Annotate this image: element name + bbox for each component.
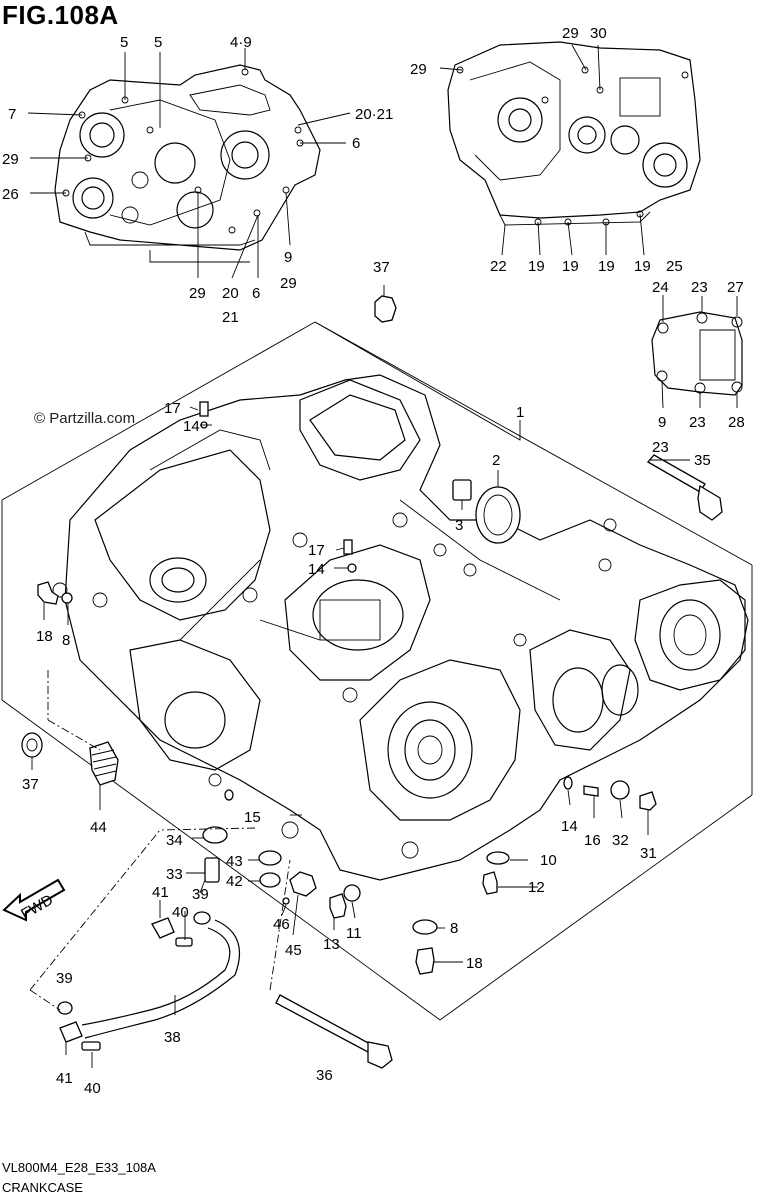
callout-34: 34 bbox=[166, 832, 183, 849]
callout-11: 11 bbox=[346, 925, 362, 942]
section-name: CRANKCASE bbox=[2, 1180, 83, 1195]
figure-title: FIG.108A bbox=[2, 0, 119, 30]
callout-44: 44 bbox=[90, 819, 107, 836]
callout-17b: 17 bbox=[308, 542, 325, 559]
callout-3: 3 bbox=[455, 517, 463, 534]
callout-5a: 5 bbox=[120, 34, 128, 51]
fwd-arrow-icon bbox=[2, 878, 66, 922]
callout-6b: 6 bbox=[252, 285, 260, 302]
callout-30: 30 bbox=[590, 25, 607, 42]
callout-37-top: 37 bbox=[373, 259, 390, 276]
callout-21: 21 bbox=[222, 309, 239, 326]
callout-19a: 19 bbox=[528, 258, 545, 275]
callout-6a: 6 bbox=[352, 135, 360, 152]
part-37-top bbox=[374, 295, 397, 323]
callout-28: 28 bbox=[728, 414, 745, 431]
callout-9: 9 bbox=[284, 249, 292, 266]
callout-38: 38 bbox=[164, 1029, 181, 1046]
callout-29c: 29 bbox=[189, 285, 206, 302]
leader-lines bbox=[27, 44, 738, 1068]
callout-25: 25 bbox=[666, 258, 683, 275]
callouts-top-right: 29 29 30 22 19 19 19 19 25 bbox=[410, 25, 683, 275]
callout-26: 26 bbox=[2, 186, 19, 203]
main-crankcase-assembly bbox=[1, 321, 753, 1021]
callout-23b: 23 bbox=[689, 414, 706, 431]
diagram-id: VL800M4_E28_E33_108A bbox=[2, 1160, 156, 1175]
callout-42: 42 bbox=[226, 873, 243, 890]
callout-5b: 5 bbox=[154, 34, 162, 51]
callout-31: 31 bbox=[640, 845, 657, 862]
callout-17a: 17 bbox=[164, 400, 181, 417]
callouts-main: 37 1 17 14 2 3 35 17 14 18 8 37 44 34 15… bbox=[22, 259, 711, 1097]
callout-29: 29 bbox=[2, 151, 19, 168]
callouts-cover: 24 23 27 9 23 28 23 bbox=[652, 279, 745, 456]
callout-36: 36 bbox=[316, 1067, 333, 1084]
callout-8b: 8 bbox=[450, 920, 458, 937]
callout-46: 46 bbox=[273, 916, 290, 933]
watermark-text: © Partzilla.com bbox=[34, 410, 136, 427]
callout-1: 1 bbox=[516, 404, 524, 421]
callout-40a: 40 bbox=[172, 904, 189, 921]
callout-35: 35 bbox=[694, 452, 711, 469]
callout-41a: 41 bbox=[152, 884, 169, 901]
callout-15: 15 bbox=[244, 809, 261, 826]
callout-40b: 40 bbox=[84, 1080, 101, 1097]
fwd-label: FWD bbox=[18, 891, 56, 923]
callout-16: 16 bbox=[584, 832, 601, 849]
callout-23c: 23 bbox=[652, 439, 669, 456]
callout-18b: 18 bbox=[466, 955, 483, 972]
callout-29-tr: 29 bbox=[410, 61, 427, 78]
left-crankcase-half bbox=[54, 64, 321, 263]
callout-7: 7 bbox=[8, 106, 16, 123]
callout-32: 32 bbox=[612, 832, 629, 849]
callout-19b: 19 bbox=[562, 258, 579, 275]
callout-8a: 8 bbox=[62, 632, 70, 649]
callout-12: 12 bbox=[528, 879, 545, 896]
callout-27: 27 bbox=[727, 279, 744, 296]
callouts-top-left: 5 5 4·9 7 20·21 6 29 26 9 29 29 20 21 6 bbox=[2, 34, 393, 326]
callout-2: 2 bbox=[492, 452, 500, 469]
callout-45: 45 bbox=[285, 942, 302, 959]
callout-19d: 19 bbox=[634, 258, 651, 275]
callout-14a: 14 bbox=[183, 418, 200, 435]
callout-18a: 18 bbox=[36, 628, 53, 645]
callout-33: 33 bbox=[166, 866, 183, 883]
loose-parts bbox=[21, 295, 723, 1069]
callout-39a: 39 bbox=[192, 886, 209, 903]
callout-39b: 39 bbox=[56, 970, 73, 987]
callout-4-9: 4·9 bbox=[230, 34, 252, 51]
callout-29-tr2: 29 bbox=[562, 25, 579, 42]
callout-23a: 23 bbox=[691, 279, 708, 296]
callout-29b: 29 bbox=[280, 275, 297, 292]
callout-10: 10 bbox=[540, 852, 557, 869]
callout-13: 13 bbox=[323, 936, 340, 953]
callout-14c: 14 bbox=[561, 818, 578, 835]
callout-24: 24 bbox=[652, 279, 669, 296]
crankcase-cover bbox=[651, 311, 743, 396]
callout-41b: 41 bbox=[56, 1070, 73, 1087]
callout-19c: 19 bbox=[598, 258, 615, 275]
callout-37-left: 37 bbox=[22, 776, 39, 793]
callout-20: 20 bbox=[222, 285, 239, 302]
callout-43: 43 bbox=[226, 853, 243, 870]
right-crankcase-half bbox=[447, 41, 701, 226]
callout-20-21: 20·21 bbox=[355, 106, 393, 123]
callout-22: 22 bbox=[490, 258, 507, 275]
callout-14b: 14 bbox=[308, 561, 325, 578]
callout-9-cover: 9 bbox=[658, 414, 666, 431]
